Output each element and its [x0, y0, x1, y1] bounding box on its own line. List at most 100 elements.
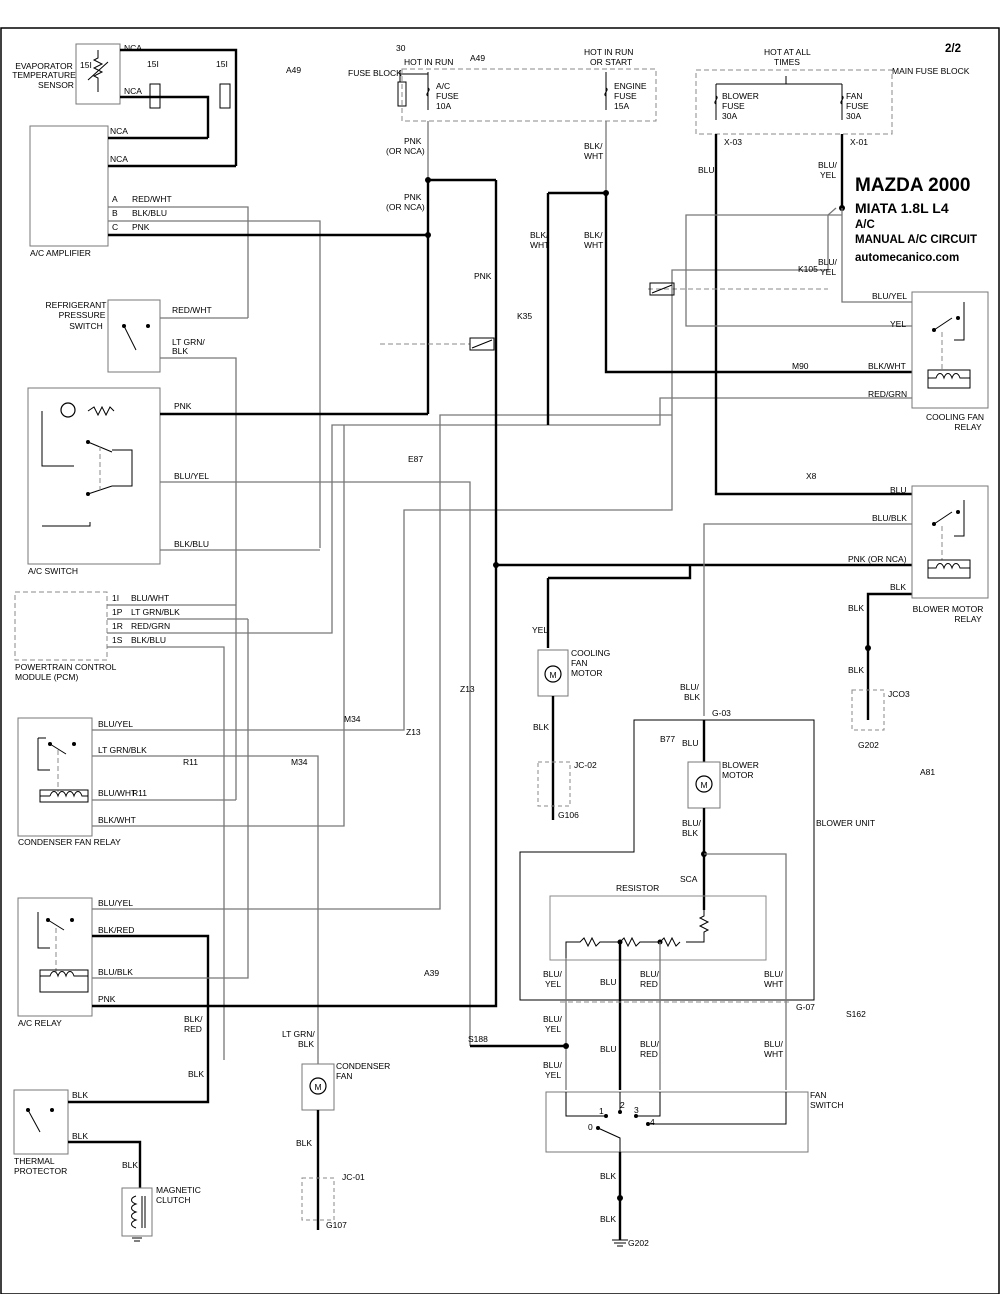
svg-text:YEL: YEL [545, 1024, 561, 1034]
svg-text:YEL: YEL [820, 267, 836, 277]
svg-text:(OR NCA): (OR NCA) [386, 202, 425, 212]
svg-text:TIMES: TIMES [774, 57, 800, 67]
svg-text:A: A [112, 194, 118, 204]
resistor: RESISTOR [549, 883, 767, 961]
svg-text:BLU/: BLU/ [640, 1039, 660, 1049]
page-number: 2/2 [945, 43, 961, 55]
svg-text:BLK/: BLK/ [584, 230, 603, 240]
svg-text:NCA: NCA [110, 154, 128, 164]
svg-text:MANUAL A/C CIRCUIT: MANUAL A/C CIRCUIT [855, 234, 977, 246]
fan-switch: 1 2 3 4 0 FAN SWITCH [545, 1090, 844, 1160]
svg-text:BLOWER: BLOWER [722, 760, 759, 770]
svg-text:WHT: WHT [764, 979, 783, 989]
svg-text:RED: RED [640, 1049, 658, 1059]
svg-text:15I: 15I [80, 60, 92, 70]
svg-text:10A: 10A [436, 101, 451, 111]
svg-text:PNK: PNK [474, 271, 492, 281]
svg-text:MAZDA 2000: MAZDA 2000 [855, 175, 970, 196]
svg-text:C: C [112, 222, 118, 232]
svg-text:WHT: WHT [530, 240, 549, 250]
ac-relay: A/C RELAY [17, 897, 93, 1028]
svg-text:BLK/RED: BLK/RED [98, 925, 134, 935]
svg-text:PNK: PNK [404, 136, 422, 146]
svg-text:A/C SWITCH: A/C SWITCH [28, 566, 78, 576]
svg-text:BLK: BLK [72, 1090, 88, 1100]
evaporator-temperature-sensor: EVAPORATOR TEMPERATURE SENSOR 15I [12, 43, 121, 105]
svg-text:LT GRN/BLK: LT GRN/BLK [131, 607, 180, 617]
joint-connector-jc03: JCO3 G202 [851, 689, 910, 750]
svg-text:M34: M34 [291, 757, 308, 767]
svg-text:FAN: FAN [571, 658, 588, 668]
svg-text:BLK/BLU: BLK/BLU [174, 539, 209, 549]
main-fuse-block: BLOWER FUSE 30A FAN FUSE 30A [695, 69, 893, 135]
svg-text:15A: 15A [614, 101, 629, 111]
svg-text:PRESSURE: PRESSURE [59, 310, 106, 320]
svg-text:BLK/WHT: BLK/WHT [98, 815, 136, 825]
svg-text:BLK/: BLK/ [584, 141, 603, 151]
svg-text:FAN: FAN [846, 91, 863, 101]
svg-text:LT GRN/BLK: LT GRN/BLK [98, 745, 147, 755]
svg-text:BLU/YEL: BLU/YEL [872, 291, 907, 301]
svg-text:BLU/WHT: BLU/WHT [98, 788, 136, 798]
svg-text:R11: R11 [183, 757, 198, 767]
svg-text:BLK: BLK [890, 582, 906, 592]
svg-text:X-03: X-03 [724, 137, 742, 147]
svg-text:K35: K35 [517, 311, 532, 321]
svg-text:S188: S188 [468, 1034, 488, 1044]
svg-text:RED/WHT: RED/WHT [132, 194, 172, 204]
svg-text:30: 30 [396, 43, 406, 53]
magnetic-clutch: MAGNETIC CLUTCH [121, 1185, 201, 1242]
svg-text:M: M [549, 670, 556, 680]
svg-text:1: 1 [599, 1106, 604, 1116]
svg-text:FUSE: FUSE [436, 91, 459, 101]
svg-text:JC-02: JC-02 [574, 760, 597, 770]
svg-text:MOTOR: MOTOR [571, 668, 602, 678]
svg-text:A/C AMPLIFIER: A/C AMPLIFIER [30, 248, 91, 258]
svg-text:PNK: PNK [98, 994, 116, 1004]
svg-text:G202: G202 [628, 1238, 649, 1248]
svg-text:1R: 1R [112, 621, 123, 631]
svg-text:MAGNETIC: MAGNETIC [156, 1185, 201, 1195]
svg-text:BLU: BLU [698, 165, 715, 175]
svg-text:BLK: BLK [600, 1171, 616, 1181]
svg-text:BLU/: BLU/ [543, 1060, 563, 1070]
motor-icon [544, 665, 562, 683]
svg-text:BLK: BLK [682, 828, 698, 838]
cooling-fan-relay: COOLING FAN RELAY [911, 291, 989, 432]
svg-text:Z13: Z13 [406, 727, 421, 737]
svg-text:M90: M90 [792, 361, 809, 371]
motor-icon [695, 775, 713, 793]
svg-text:ENGINE: ENGINE [614, 81, 647, 91]
svg-text:BLU/YEL: BLU/YEL [98, 719, 133, 729]
ac-amplifier: A/C AMPLIFIER [29, 125, 109, 258]
svg-text:BLU/: BLU/ [818, 160, 838, 170]
svg-text:MIATA 1.8L L4: MIATA 1.8L L4 [855, 200, 949, 216]
svg-text:A39: A39 [424, 968, 439, 978]
svg-text:BLK/BLU: BLK/BLU [131, 635, 166, 645]
svg-text:(OR NCA): (OR NCA) [386, 146, 425, 156]
svg-text:RED: RED [184, 1024, 202, 1034]
svg-text:4: 4 [650, 1117, 655, 1127]
svg-text:BLU/: BLU/ [818, 257, 838, 267]
svg-text:SCA: SCA [680, 874, 698, 884]
svg-text:A/C: A/C [436, 81, 450, 91]
svg-text:WHT: WHT [764, 1049, 783, 1059]
svg-text:BLOWER UNIT: BLOWER UNIT [816, 818, 875, 828]
svg-text:S162: S162 [846, 1009, 866, 1019]
svg-text:HOT IN RUN: HOT IN RUN [404, 57, 453, 67]
svg-text:A49: A49 [286, 65, 301, 75]
svg-text:RELAY: RELAY [954, 422, 982, 432]
svg-text:WHT: WHT [584, 151, 603, 161]
svg-text:B77: B77 [660, 734, 675, 744]
page-border [0, 27, 1000, 1294]
svg-text:FAN: FAN [810, 1090, 827, 1100]
svg-text:automecanico.com: automecanico.com [855, 252, 959, 264]
svg-text:1P: 1P [112, 607, 123, 617]
svg-text:CLUTCH: CLUTCH [156, 1195, 190, 1205]
svg-text:RESISTOR: RESISTOR [616, 883, 659, 893]
svg-text:BLK/BLU: BLK/BLU [132, 208, 167, 218]
svg-text:M: M [700, 780, 707, 790]
svg-text:MODULE (PCM): MODULE (PCM) [15, 672, 78, 682]
svg-text:BLK: BLK [296, 1138, 312, 1148]
